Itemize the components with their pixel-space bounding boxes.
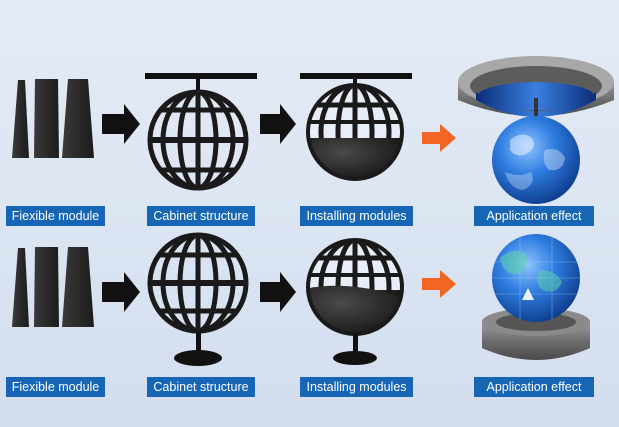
step-label-application-effect: Application effect xyxy=(474,206,594,226)
step-label-application-effect: Application effect xyxy=(474,377,594,397)
step-label-flexible-module: Fiexible module xyxy=(6,206,105,226)
step-label-cabinet-structure: Cabinet structure xyxy=(147,206,255,226)
arrow-right-icon xyxy=(260,272,296,312)
standing-sphere-frame-icon xyxy=(147,232,249,366)
arrow-right-orange-icon xyxy=(422,124,456,152)
standing-sphere-modules-icon xyxy=(306,238,404,365)
arrow-right-icon xyxy=(102,104,140,144)
hanging-sphere-modules-icon xyxy=(300,73,412,181)
arrow-right-orange-icon xyxy=(422,270,456,298)
step-label-cabinet-structure: Cabinet structure xyxy=(147,377,255,397)
step-label-installing-modules: Installing modules xyxy=(300,377,413,397)
flexible-module-panels-icon xyxy=(12,247,94,327)
flexible-module-panels-icon xyxy=(12,79,94,158)
step-label-installing-modules: Installing modules xyxy=(300,206,413,226)
ceiling-projected-globe-icon xyxy=(458,56,614,204)
step-label-flexible-module: Fiexible module xyxy=(6,377,105,397)
arrow-right-icon xyxy=(260,104,296,144)
arrow-right-icon xyxy=(102,272,140,312)
hanging-sphere-frame-icon xyxy=(145,73,257,191)
pedestal-globe-icon xyxy=(482,234,590,360)
